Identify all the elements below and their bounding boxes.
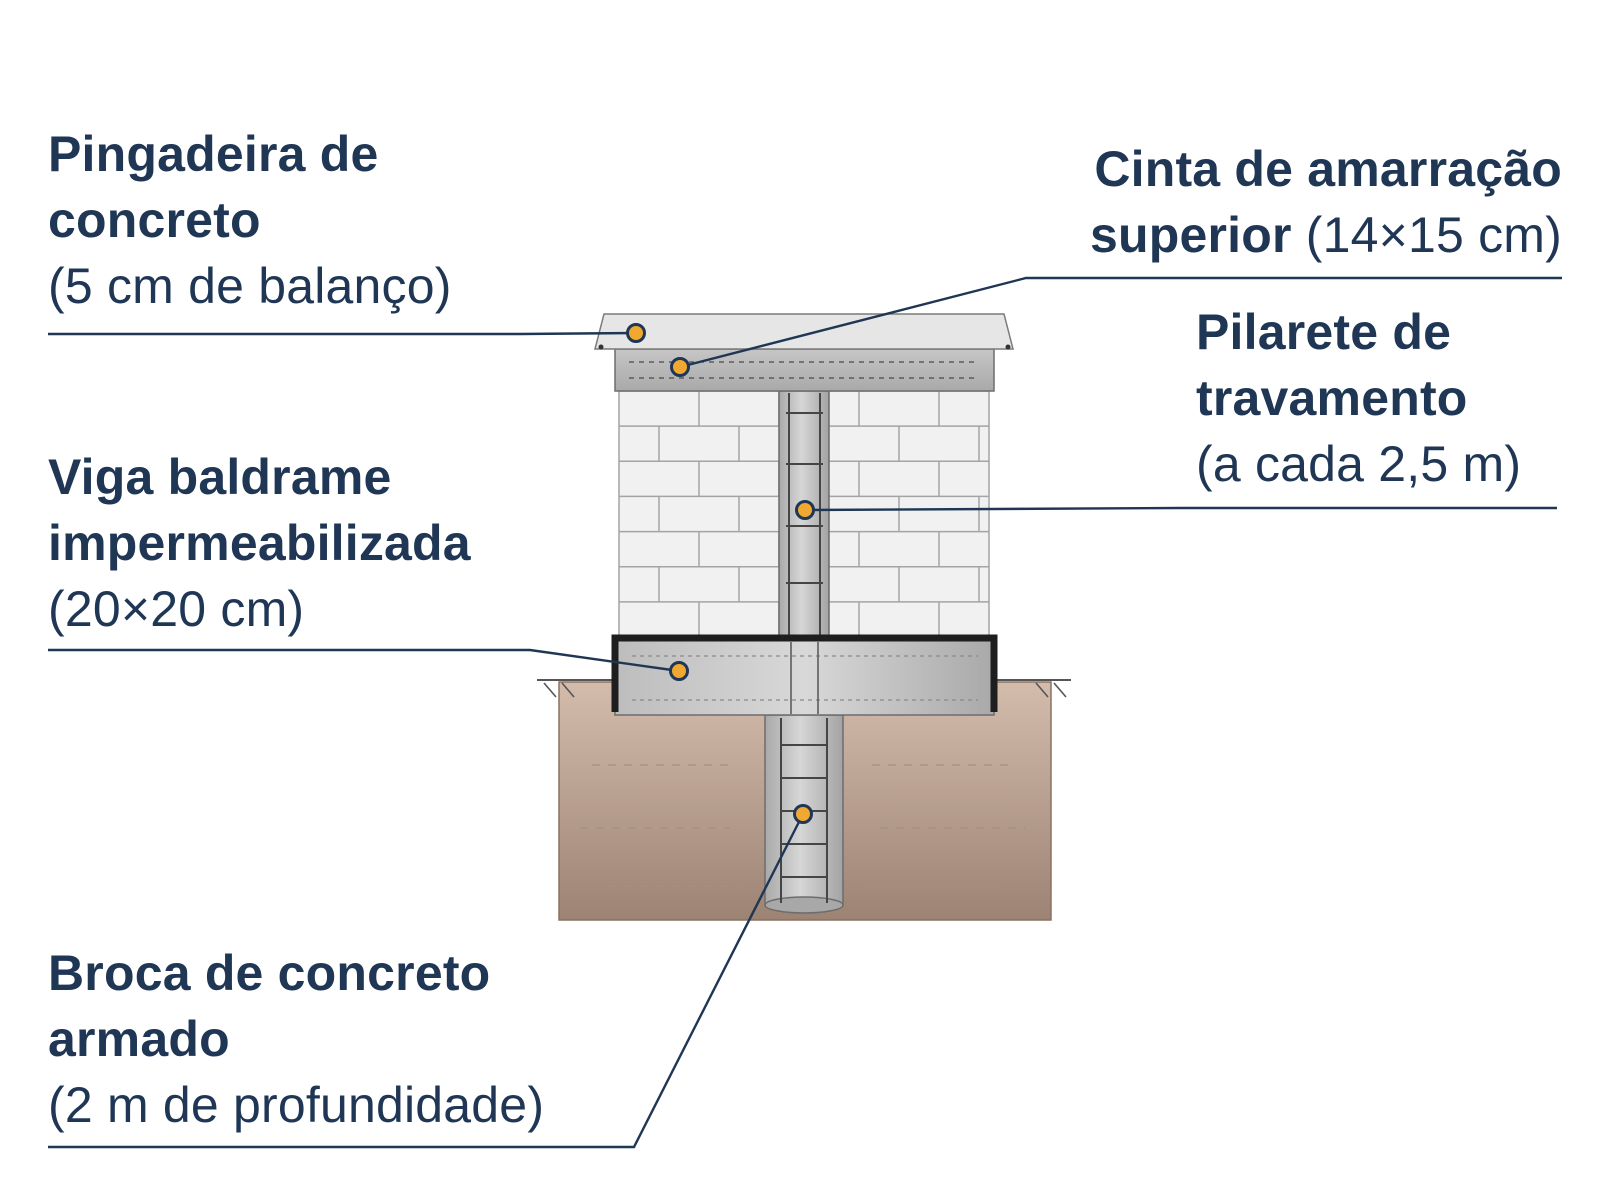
label-pingadeira-detail: (5 cm de balanço) — [48, 258, 452, 314]
label-pingadeira: Pingadeira de concreto (5 cm de balanço) — [48, 121, 452, 319]
label-pingadeira-title-1: Pingadeira de — [48, 126, 379, 182]
cinta-amarracao — [614, 348, 995, 392]
broca-pile — [764, 714, 844, 914]
label-broca-title-1: Broca de concreto — [48, 945, 491, 1001]
leader-viga — [48, 648, 680, 673]
marker-broca — [793, 804, 813, 824]
pingadeira — [594, 313, 1014, 350]
label-viga-title-2: impermeabilizada — [48, 515, 471, 571]
leader-lines — [48, 276, 1562, 1149]
label-pilarete-detail: (a cada 2,5 m) — [1196, 436, 1522, 492]
marker-pilarete — [795, 500, 815, 520]
label-viga: Viga baldrame impermeabilizada (20×20 cm… — [48, 444, 471, 642]
markers — [626, 323, 815, 824]
label-viga-detail: (20×20 cm) — [48, 581, 305, 637]
leader-broca — [48, 813, 805, 1149]
label-cinta-detail: (14×15 cm) — [1305, 207, 1562, 263]
label-broca-title-2: armado — [48, 1011, 230, 1067]
leader-pilarete — [804, 506, 1557, 512]
label-pilarete-title-2: travamento — [1196, 370, 1468, 426]
label-pingadeira-title-2: concreto — [48, 192, 261, 248]
label-cinta-title-1: Cinta de amarração — [1094, 141, 1562, 197]
leader-pingadeira — [48, 331, 637, 336]
marker-viga — [669, 661, 689, 681]
label-pilarete-title-1: Pilarete de — [1196, 304, 1452, 360]
label-broca-detail: (2 m de profundidade) — [48, 1077, 545, 1133]
marker-cinta — [670, 357, 690, 377]
label-viga-title-1: Viga baldrame — [48, 449, 392, 505]
label-pilarete: Pilarete de travamento (a cada 2,5 m) — [1196, 299, 1521, 497]
label-broca: Broca de concreto armado (2 m de profund… — [48, 940, 544, 1138]
label-cinta: Cinta de amarração superior (14×15 cm) — [1090, 136, 1562, 268]
marker-pingadeira — [626, 323, 646, 343]
leader-cinta — [679, 276, 1562, 369]
label-cinta-title-2: superior — [1089, 207, 1292, 263]
